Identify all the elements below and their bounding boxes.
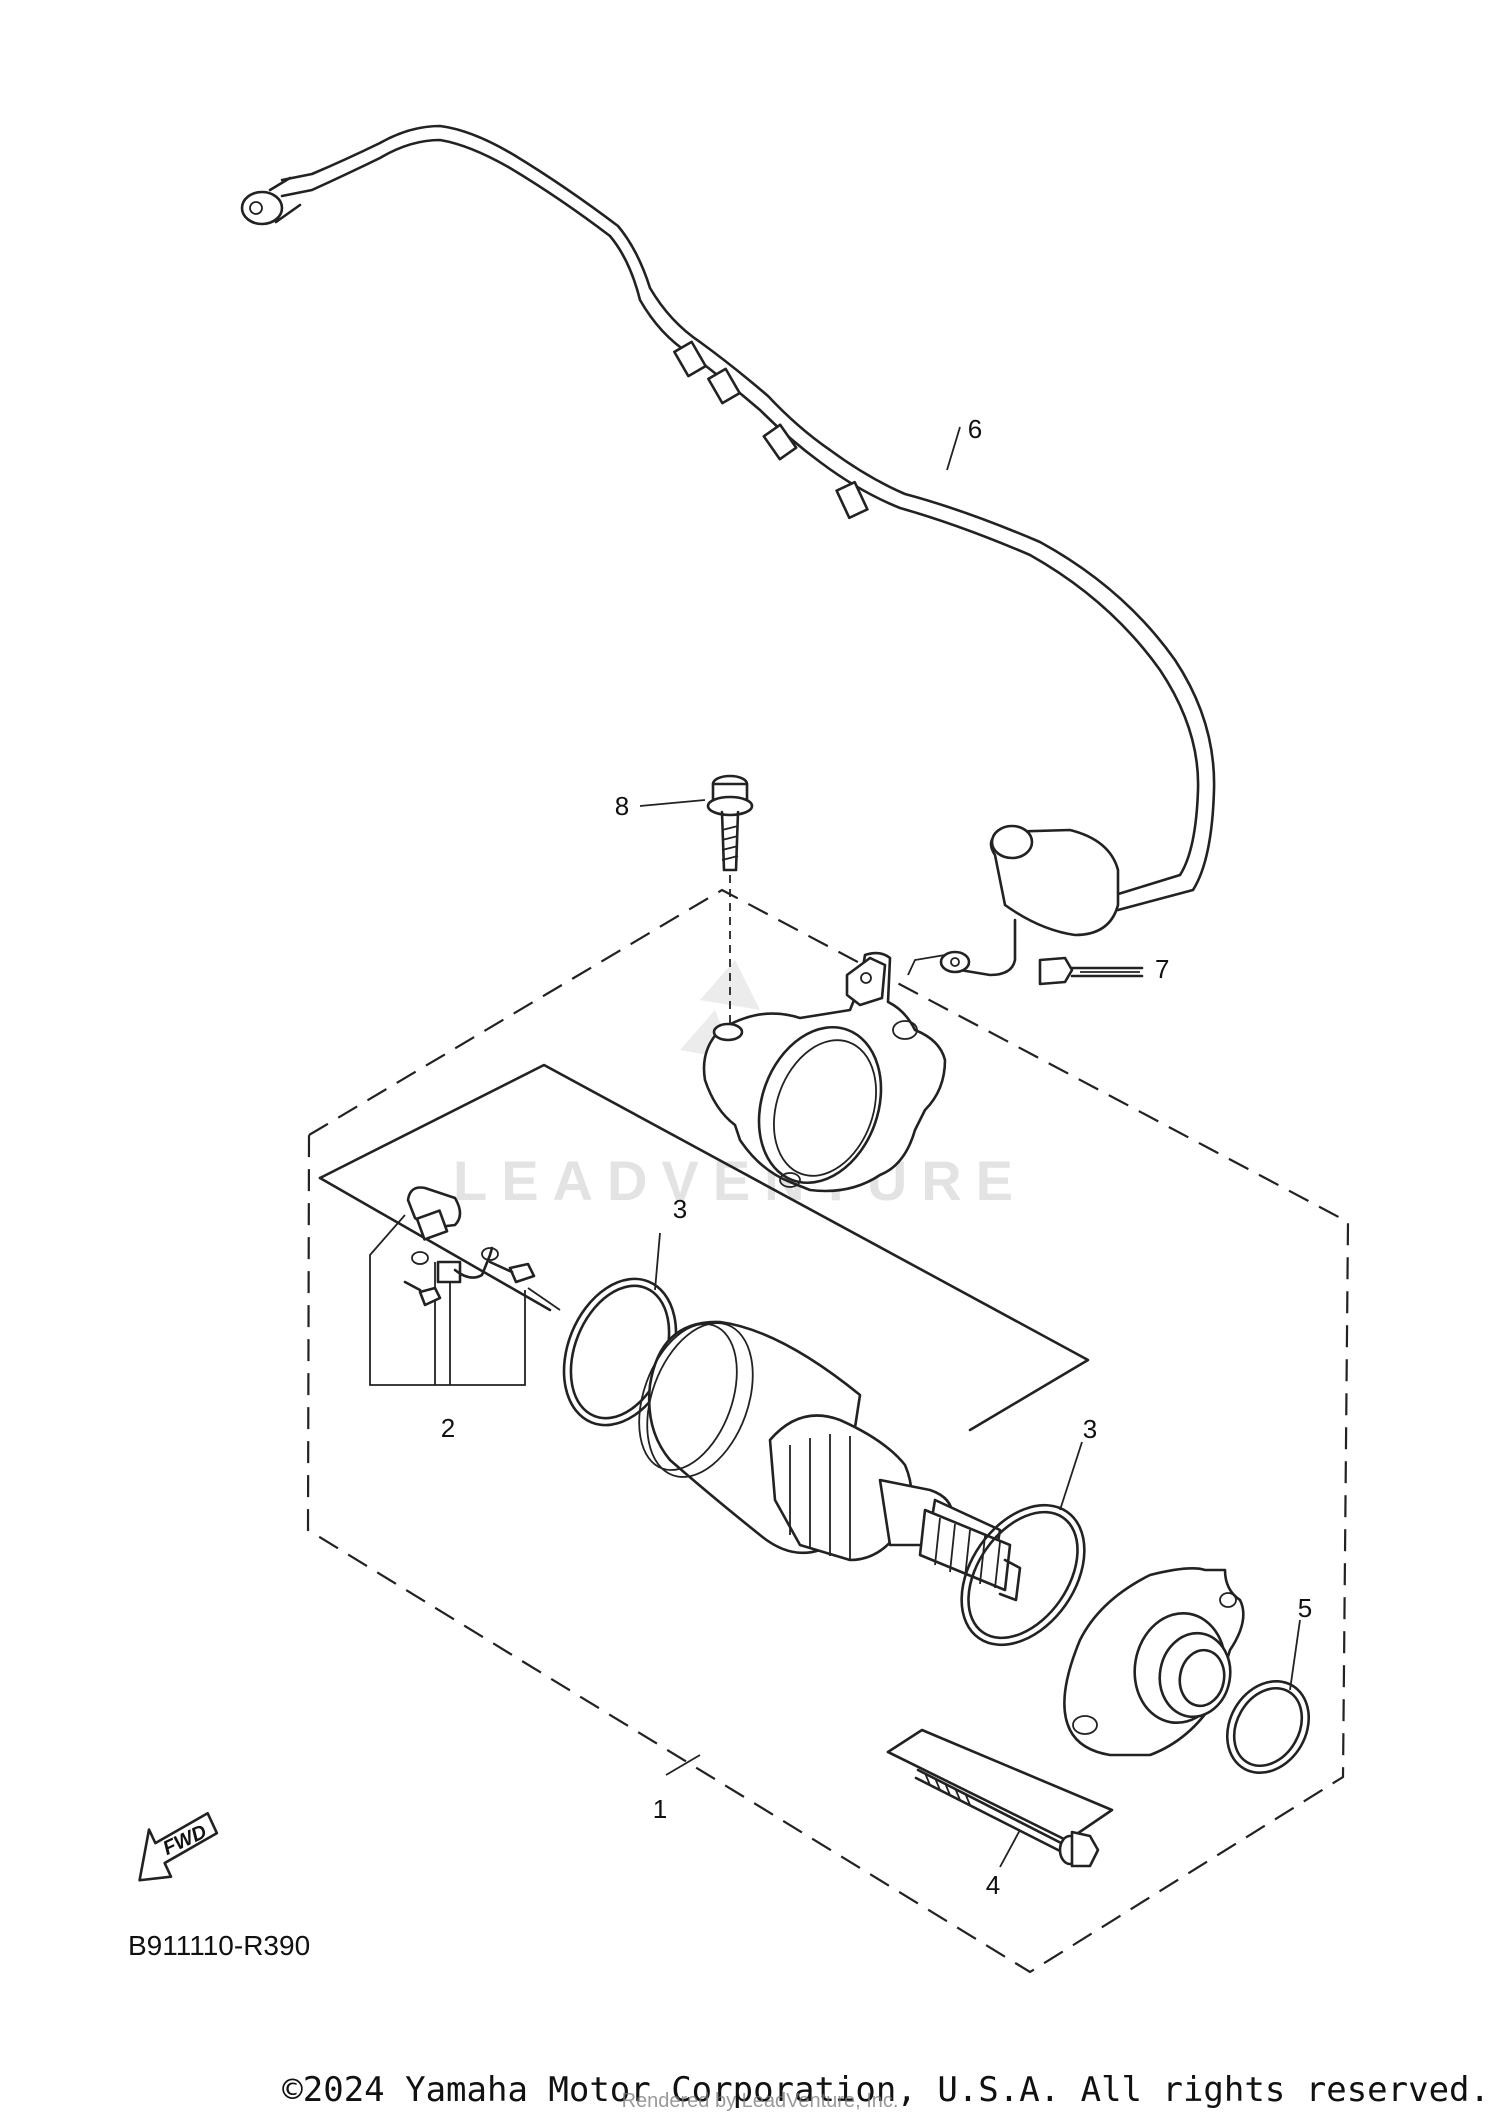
callout-1: 1 — [653, 1794, 667, 1824]
leader-lines — [639, 426, 1301, 1868]
brush-holder-group — [318, 1063, 1090, 1432]
rendered-by-credit: Rendered by LeadVenture, Inc. — [621, 2090, 899, 2112]
callout-4: 4 — [986, 1870, 1000, 1900]
callout-8: 8 — [615, 791, 629, 821]
o-ring-front — [960, 1503, 1086, 1647]
starter-yoke — [638, 1320, 1022, 1602]
fwd-arrow-icon: FWD — [138, 1811, 219, 1882]
front-cover — [702, 951, 947, 1193]
watermark-text: LEADVENTURE — [453, 1149, 1027, 1212]
callout-5: 5 — [1298, 1593, 1312, 1623]
callout-6: 6 — [968, 414, 982, 444]
through-bolt-group — [886, 1728, 1114, 1868]
mounting-bolt — [706, 774, 754, 1025]
starter-cable — [240, 124, 1216, 977]
diagram-code: B911110-R390 — [128, 1930, 310, 1961]
assembly-outline — [306, 888, 1350, 1974]
o-ring-5 — [1225, 1679, 1311, 1775]
starter-front-bracket — [1063, 1567, 1245, 1757]
callout-3-front: 3 — [1083, 1414, 1097, 1444]
callout-7: 7 — [1155, 954, 1169, 984]
callout-3-rear: 3 — [673, 1194, 687, 1224]
callout-2: 2 — [441, 1413, 455, 1443]
copyright-notice: ©2024 Yamaha Motor Corporation, U.S.A. A… — [282, 2070, 1490, 2110]
watermark: LEADVENTURE — [453, 960, 1027, 1212]
terminal-nut — [1038, 956, 1144, 986]
